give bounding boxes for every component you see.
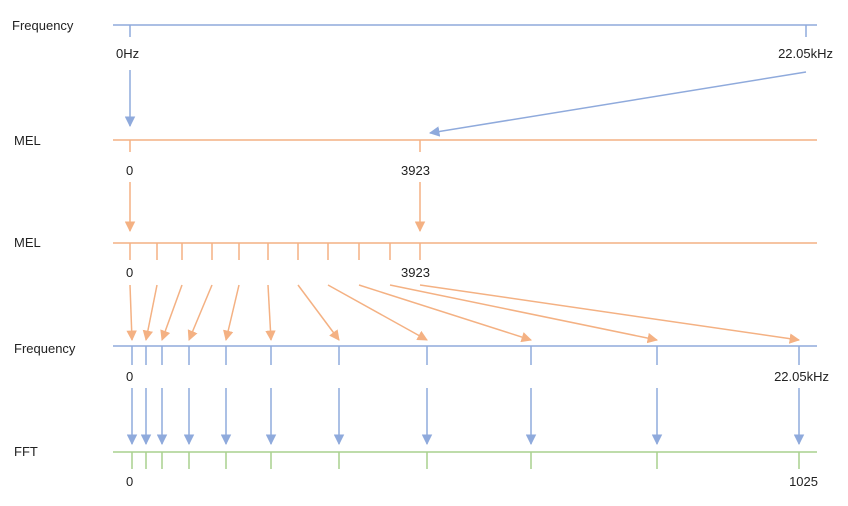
row-label-mel-1: MEL bbox=[14, 133, 41, 148]
mel-1-end-label: 3923 bbox=[401, 163, 430, 178]
arrow-mel-to-frequency bbox=[265, 284, 276, 342]
fft-end-label: 1025 bbox=[789, 474, 818, 489]
mel-1-axis bbox=[113, 139, 817, 152]
frequency-bottom-ticks bbox=[131, 346, 800, 365]
mel-2-end-label: 3923 bbox=[401, 265, 430, 280]
arrow-mel-to-frequency bbox=[142, 284, 158, 342]
arrow-mel-to-frequency bbox=[327, 284, 428, 341]
mel-1-start-label: 0 bbox=[126, 163, 133, 178]
fft-start-label: 0 bbox=[126, 474, 133, 489]
row-label-mel-2: MEL bbox=[14, 235, 41, 250]
arrow-mel-to-frequency bbox=[160, 284, 183, 341]
arrow-mel-to-frequency bbox=[126, 284, 137, 342]
frequency-top-start-label: 0Hz bbox=[116, 46, 139, 61]
frequency-bottom-end-label: 22.05kHz bbox=[774, 369, 829, 384]
arrow-mel-to-frequency bbox=[297, 284, 340, 341]
arrow-freq-to-mel-end bbox=[428, 71, 807, 137]
frequency-bottom-axis bbox=[113, 345, 817, 365]
frequency-top-end-label: 22.05kHz bbox=[778, 46, 833, 61]
row-label-frequency-bottom: Frequency bbox=[14, 341, 76, 356]
arrow-mel-to-frequency bbox=[419, 284, 801, 344]
mel-2-start-label: 0 bbox=[126, 265, 133, 280]
frequency-bottom-start-label: 0 bbox=[126, 369, 133, 384]
mel-to-frequency-arrows bbox=[126, 284, 801, 344]
arrow-mel-to-frequency bbox=[389, 284, 659, 344]
mel-2-ticks bbox=[129, 243, 421, 260]
mel-2-axis bbox=[113, 242, 817, 260]
row-label-fft: FFT bbox=[14, 444, 38, 459]
row-label-frequency-top: Frequency bbox=[12, 18, 74, 33]
frequency-to-fft-arrows bbox=[126, 388, 805, 446]
frequency-top-axis bbox=[113, 24, 817, 37]
arrow-mel-to-frequency bbox=[358, 284, 533, 343]
arrow-mel-to-frequency bbox=[223, 284, 240, 342]
arrow-mel-to-frequency bbox=[187, 284, 213, 341]
fft-axis bbox=[113, 451, 817, 469]
fft-ticks bbox=[131, 452, 800, 469]
